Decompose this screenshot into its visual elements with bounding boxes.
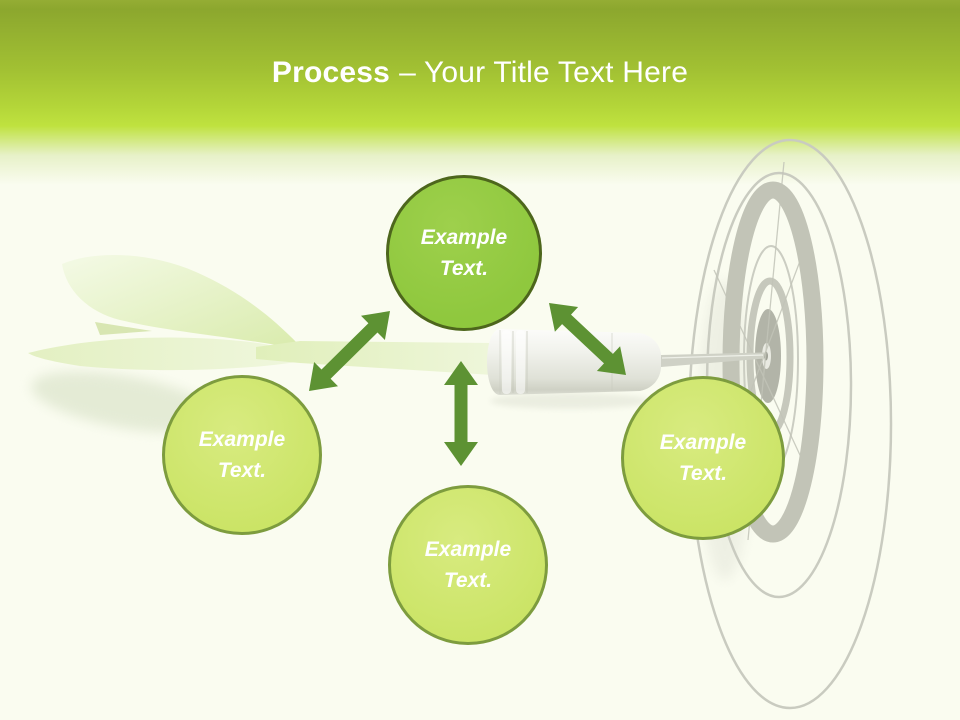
slide-title-keyword: Process [271,56,391,89]
slide-title: Process– Your Title Text Here [0,56,960,89]
double-arrow-upper-left-icon [309,311,390,391]
process-circle-left: Example Text. [162,375,322,535]
header-band [0,0,960,185]
circle-label-line2: Text. [678,462,728,485]
slide-title-subtitle: – Your Title Text Here [399,56,689,89]
circle-label-line1: Example [198,427,286,451]
barrel-grooves [499,330,613,394]
process-circle-right: Example Text. [621,376,785,540]
circle-label-line1: Example [659,430,747,454]
circle-label-line2: Text. [443,569,493,592]
double-arrow-upper-right-icon [549,303,626,375]
double-arrow-down-icon [444,361,478,466]
process-circle-bottom: Example Text. [388,485,548,645]
arrows [309,303,626,466]
circle-label-line2: Text. [217,459,267,482]
circle-label-line2: Text. [439,257,489,280]
process-circle-top: Example Text. [386,175,542,331]
circle-label-line1: Example [424,537,512,561]
circle-label-line1: Example [420,225,508,249]
